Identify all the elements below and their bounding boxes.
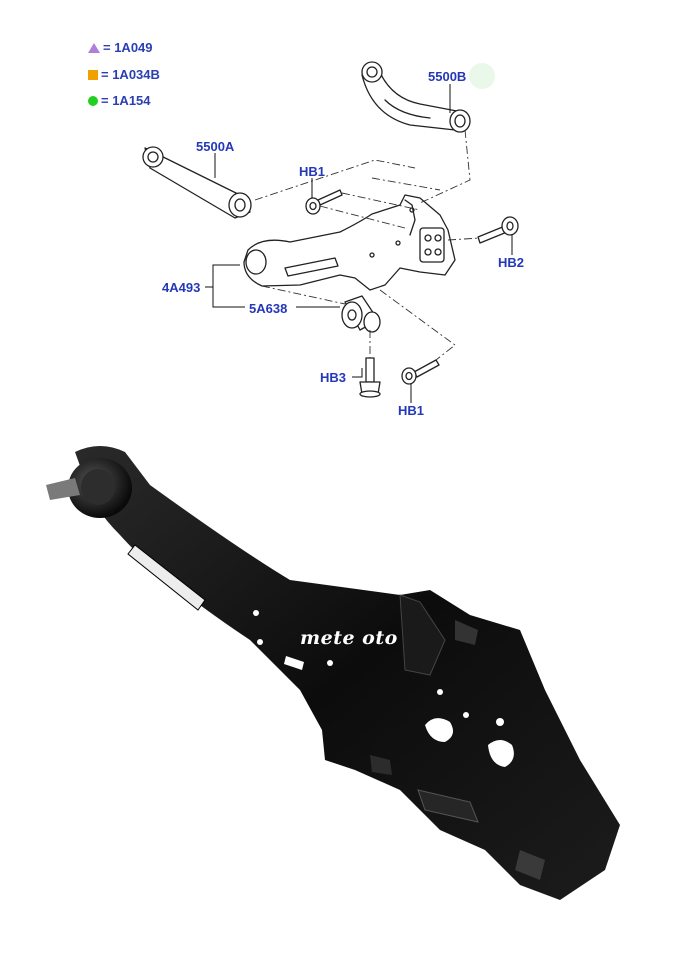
legend-text: = 1A034B <box>101 67 160 82</box>
control-arm-photo <box>46 446 620 900</box>
legend-text: = 1A049 <box>103 40 153 55</box>
label-5500a: 5500A <box>196 139 235 154</box>
bolt-hb1-top-part <box>305 189 343 215</box>
square-icon <box>88 70 98 80</box>
bolt-hb3-part <box>359 357 381 398</box>
bolt-hb1-bottom-part <box>401 359 440 385</box>
label-hb3: HB3 <box>320 370 347 385</box>
label-hb2: HB2 <box>498 255 525 270</box>
upper-arm-5500a-part <box>142 146 252 219</box>
legend-item-square: = 1A034B <box>88 67 160 82</box>
legend-text: = 1A154 <box>101 93 151 108</box>
exploded-parts-diagram <box>142 61 519 403</box>
lower-arm-4a493-part <box>243 194 456 291</box>
upper-arm-5500b-part <box>361 61 471 133</box>
watermark-text: mete oto <box>300 627 398 649</box>
label-4a493: 4A493 <box>162 280 201 295</box>
legend-item-circle: = 1A154 <box>88 93 151 108</box>
label-hb1-top: HB1 <box>299 164 326 179</box>
label-5a638: 5A638 <box>249 301 288 316</box>
label-5500b: 5500B <box>428 69 467 84</box>
legend-item-triangle: = 1A049 <box>88 40 153 55</box>
circle-icon <box>88 96 98 106</box>
label-hb1-bottom: HB1 <box>398 403 425 418</box>
bushing-5a638-part <box>341 295 381 333</box>
bolt-hb2-part <box>477 216 519 244</box>
triangle-icon <box>88 43 100 53</box>
